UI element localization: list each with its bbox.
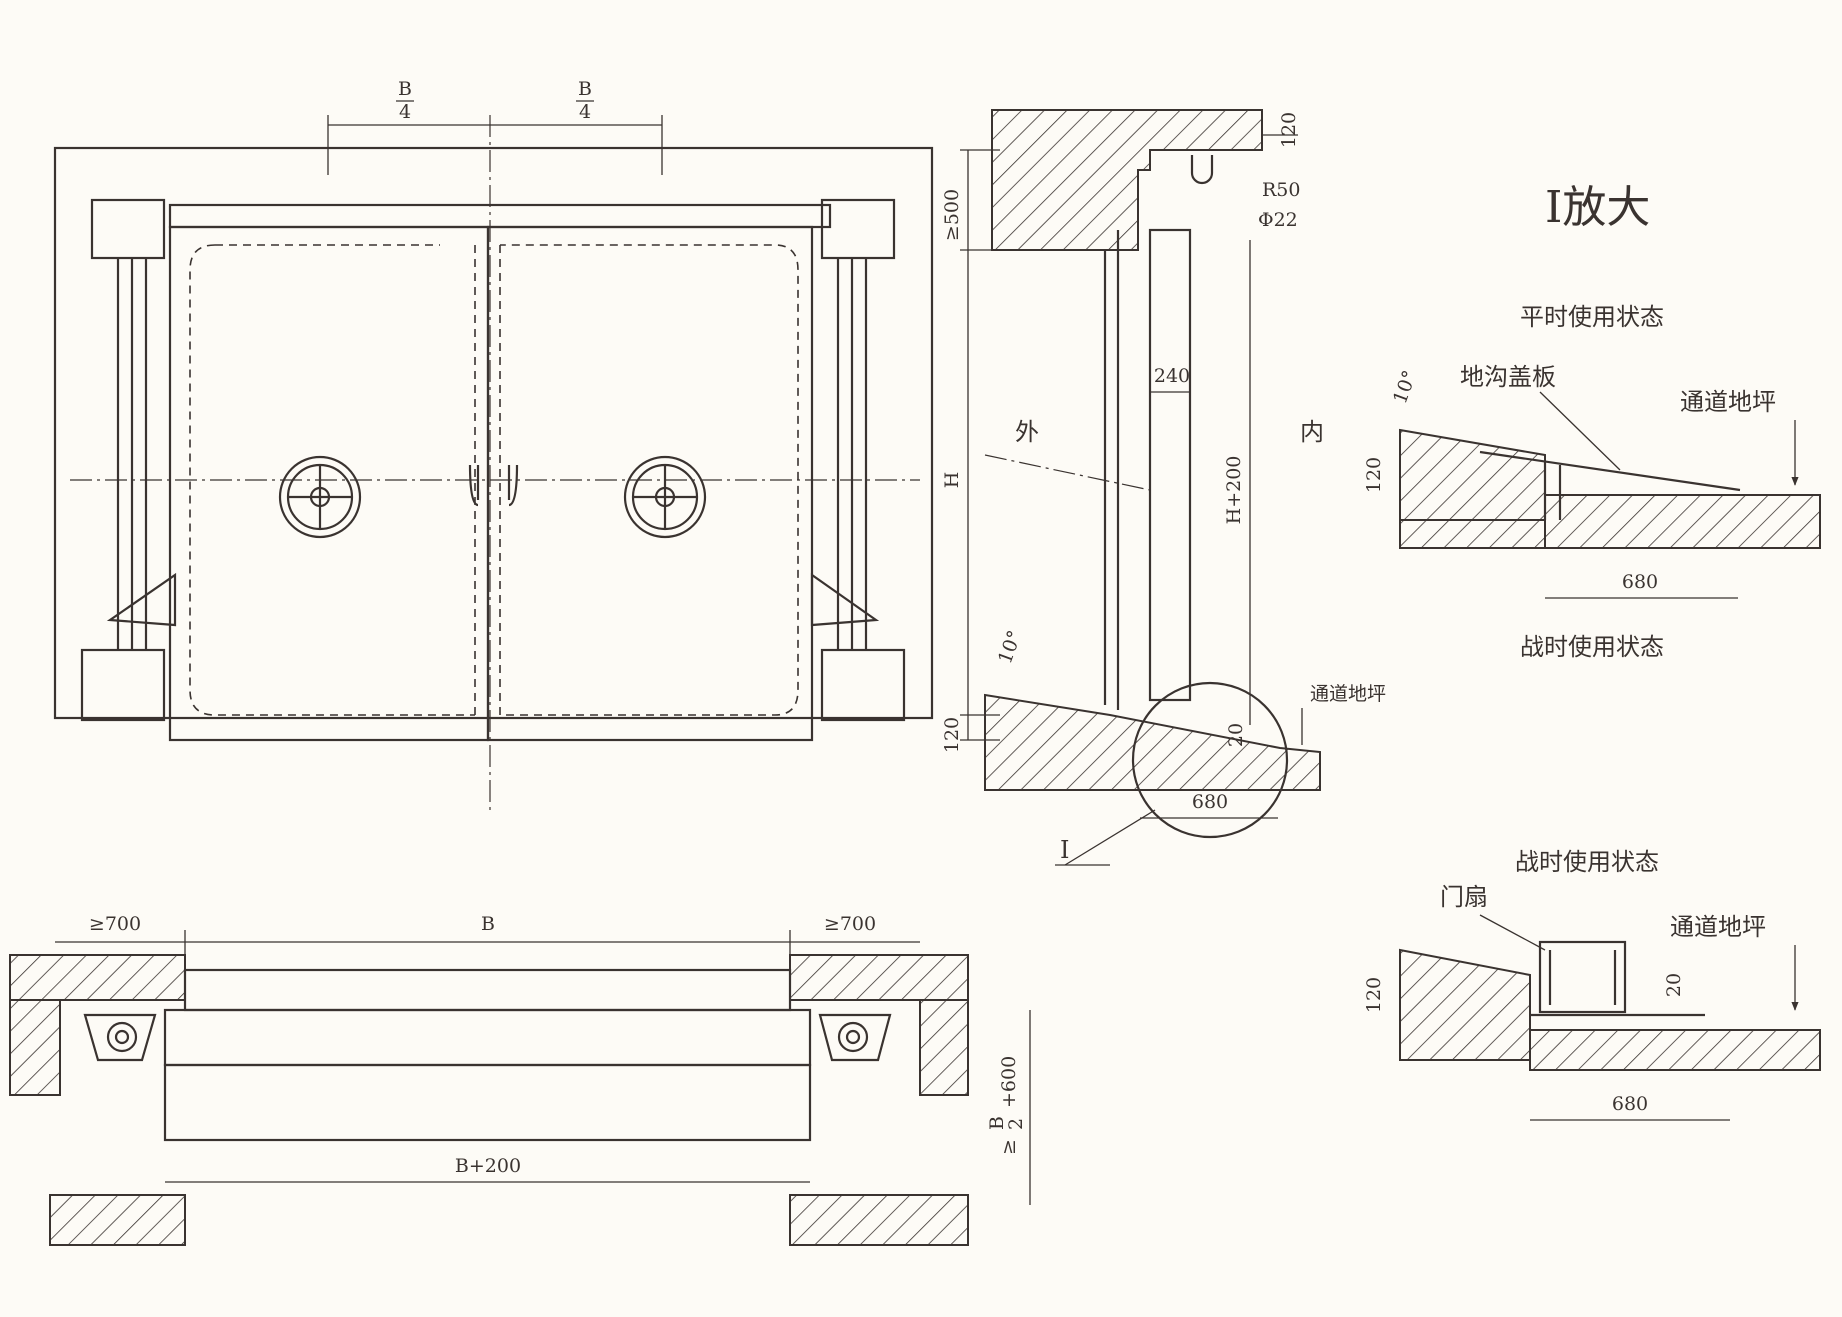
section-phi22: Φ22 [1258, 209, 1298, 231]
front-dim-right-den: 4 [579, 101, 591, 123]
plan-depth-num: B [986, 1116, 1008, 1130]
front-elevation: B 4 B 4 [53, 78, 934, 810]
war-floor-label: 通道地坪 [1670, 913, 1766, 941]
peace-title: 平时使用状态 [1520, 303, 1664, 331]
front-dim-left-den: 4 [399, 101, 411, 123]
plan-depth-den: 2 [1005, 1118, 1027, 1130]
section-r50: R50 [1262, 179, 1300, 201]
handwheel-right-icon [623, 455, 707, 539]
section-callout-label: I [1060, 836, 1069, 864]
peace-120: 120 [1363, 457, 1385, 493]
section-floor-label: 通道地坪 [1310, 683, 1386, 705]
section-inside-label: 内 [1300, 418, 1324, 446]
front-dim-left-num: B [398, 78, 412, 100]
war-leaf-label: 门扇 [1440, 883, 1488, 911]
peace-angle: 10° [1389, 368, 1421, 407]
door-handles-icon [468, 464, 519, 507]
front-dim-right-num: B [578, 78, 592, 100]
section-h200: H+200 [1223, 456, 1245, 525]
plan-depth-prefix: ≥ [998, 1139, 1020, 1155]
section-outside-label: 外 [1015, 418, 1039, 446]
handwheel-left-icon [278, 455, 362, 539]
plan-left-min: ≥700 [89, 913, 141, 935]
section-top-120: 120 [1278, 112, 1300, 148]
vertical-section: ≥500 H 120 120 R50 Φ22 H+200 240 外 内 10°… [941, 109, 1386, 866]
section-angle: 10° [994, 628, 1026, 667]
peace-floor-label: 通道地坪 [1680, 388, 1776, 416]
war-120: 120 [1363, 977, 1385, 1013]
war-20: 20 [1663, 973, 1685, 997]
section-dim-680: 680 [1192, 791, 1228, 813]
section-min-top: ≥500 [941, 189, 963, 241]
section-dim-240: 240 [1154, 365, 1190, 387]
peace-cover-label: 地沟盖板 [1460, 363, 1556, 391]
detail-views: I放大 平时使用状态 地沟盖板 通道地坪 10° 120 680 战时使用状态 … [1363, 182, 1821, 1121]
section-bot-120: 120 [941, 717, 963, 753]
peace-680: 680 [1622, 571, 1658, 593]
war-680: 680 [1612, 1093, 1648, 1115]
plan-view: ≥700 B ≥700 B+200 ≥ B 2 +600 [9, 913, 1031, 1246]
plan-right-min: ≥700 [824, 913, 876, 935]
detail-title: I放大 [1545, 182, 1650, 233]
section-h: H [941, 472, 963, 489]
plan-depth-add: +600 [998, 1056, 1020, 1108]
plan-b200: B+200 [455, 1155, 521, 1177]
plan-b: B [481, 913, 495, 935]
section-bot-20: 20 [1225, 723, 1247, 747]
war-title-1: 战时使用状态 [1520, 633, 1664, 661]
war-title-2: 战时使用状态 [1515, 848, 1659, 876]
